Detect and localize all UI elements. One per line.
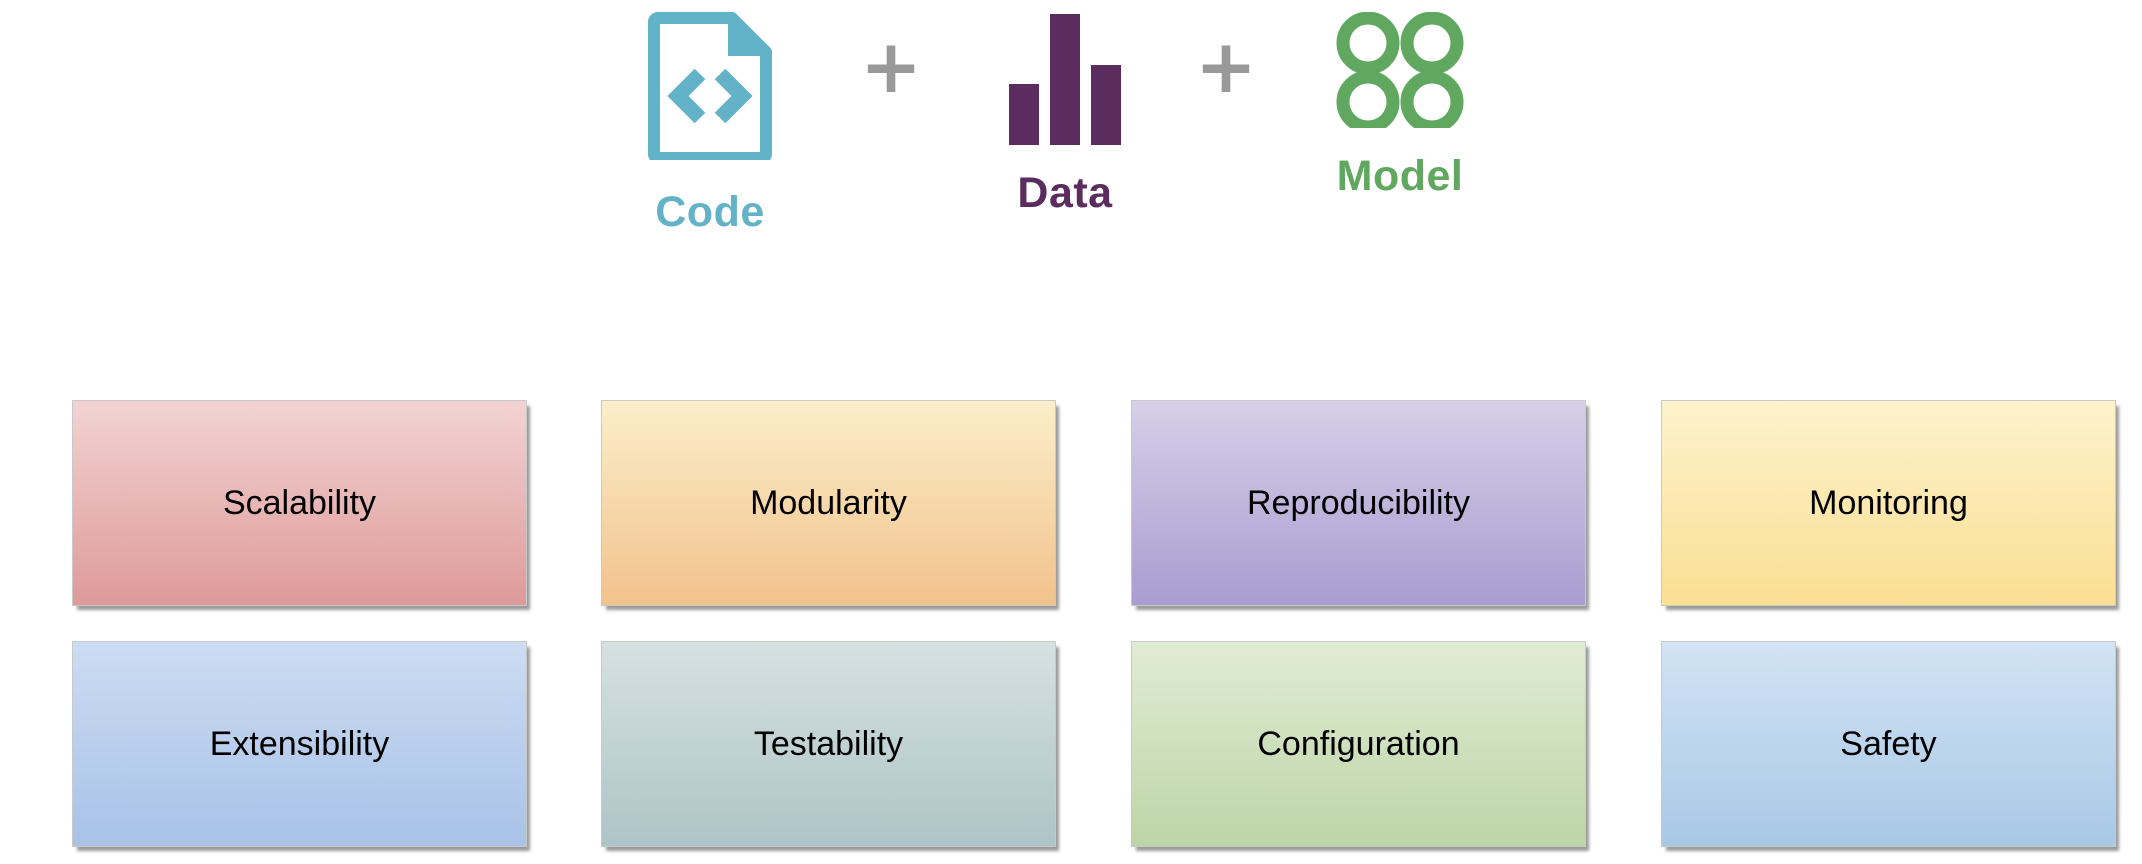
- pillars-row: Code + Data + Model: [0, 0, 2142, 250]
- pillar-label-model: Model: [1336, 152, 1464, 200]
- attribute-box-configuration[interactable]: Configuration: [1131, 641, 1586, 847]
- attribute-box-scalability[interactable]: Scalability: [72, 400, 527, 606]
- bar-chart-icon: [1007, 12, 1123, 150]
- attribute-box-safety[interactable]: Safety: [1661, 641, 2116, 847]
- attribute-label: Configuration: [1257, 725, 1460, 763]
- code-document-icon: [648, 12, 772, 165]
- attribute-box-extensibility[interactable]: Extensibility: [72, 641, 527, 847]
- four-circles-icon: [1335, 11, 1465, 134]
- pillar-model: Model: [1250, 11, 1550, 200]
- attribute-box-modularity[interactable]: Modularity: [601, 400, 1056, 606]
- attribute-label: Scalability: [222, 484, 377, 522]
- attribute-label: Reproducibility: [1247, 484, 1470, 522]
- attribute-label: Testability: [753, 725, 904, 763]
- attribute-label: Monitoring: [1809, 484, 1968, 522]
- pillar-label-data: Data: [1017, 169, 1113, 217]
- attribute-box-testability[interactable]: Testability: [601, 641, 1056, 847]
- plus-separator-1: +: [860, 24, 923, 110]
- pillar-label-code: Code: [655, 188, 765, 236]
- attribute-label: Extensibility: [209, 725, 390, 763]
- plus-separator-2: +: [1195, 24, 1258, 110]
- attribute-box-monitoring[interactable]: Monitoring: [1661, 400, 2116, 606]
- attribute-label: Safety: [1840, 725, 1937, 763]
- attribute-box-reproducibility[interactable]: Reproducibility: [1131, 400, 1586, 606]
- pillar-data: Data: [920, 12, 1210, 215]
- pillar-code: Code: [560, 12, 860, 234]
- attribute-label: Modularity: [750, 484, 907, 522]
- attributes-grid: Scalability Modularity Reproducibility M…: [0, 396, 2142, 864]
